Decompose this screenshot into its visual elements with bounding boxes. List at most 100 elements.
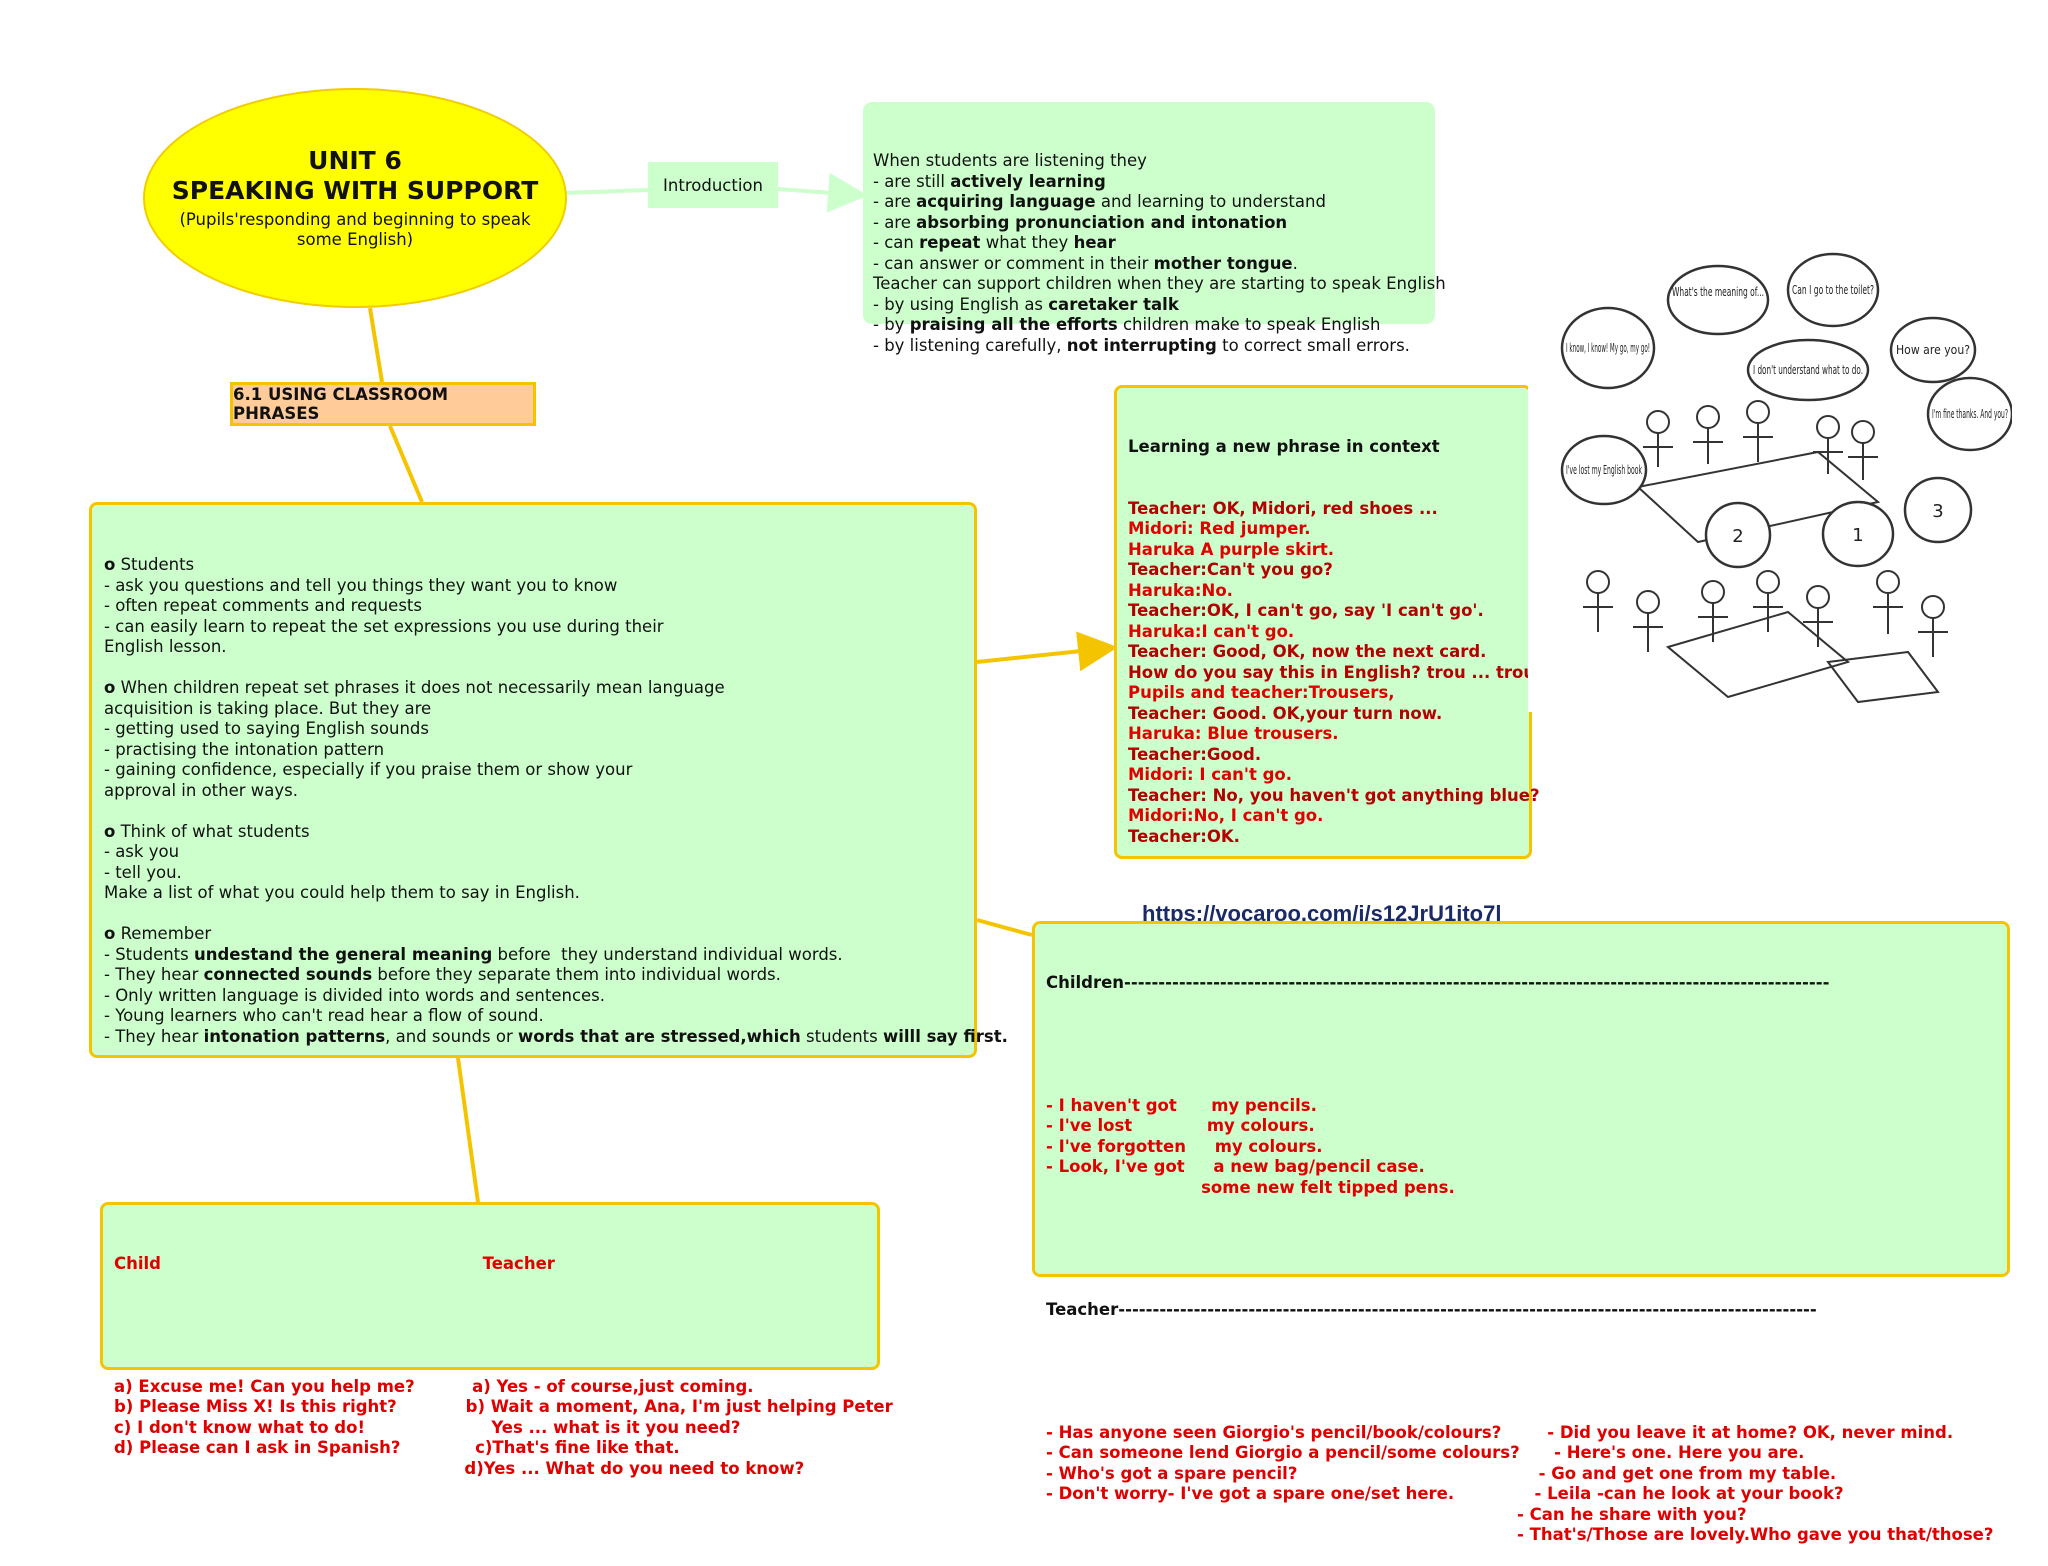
students-lines: o Students- ask you questions and tell y…	[104, 555, 1008, 1047]
child-teacher-lines: a) Excuse me! Can you help me? a) Yes - …	[114, 1376, 893, 1480]
text-line: - are still actively learning	[873, 171, 1106, 191]
context-dialogue: Teacher: OK, Midori, red shoes ...Midori…	[1128, 498, 1540, 848]
text-line: acquisition is taking place. But they ar…	[104, 698, 432, 718]
bubble-number-2: 2	[1732, 526, 1743, 547]
text-line: - Look, I've got a new bag/pencil case.	[1046, 1157, 1425, 1176]
text-line: o Think of what students	[104, 821, 310, 841]
text-line: - by praising all the efforts children m…	[873, 315, 1381, 334]
bubble-meaning: What's the meaning of...	[1672, 284, 1764, 299]
text-line: - often repeat comments and requests	[104, 596, 422, 615]
text-line: - getting used to saying English sounds	[104, 719, 429, 738]
text-line: - by using English as caretaker talk	[873, 294, 1179, 314]
dialogue-line: Teacher: Good, OK, now the next card.	[1128, 642, 1487, 661]
text-line: - Don't worry- I've got a spare one/set …	[1046, 1484, 1844, 1503]
child-teacher-heading: Child Teacher	[114, 1254, 555, 1273]
text-line: a) Excuse me! Can you help me? a) Yes - …	[114, 1376, 754, 1396]
introduction-box: When students are listening they- are st…	[863, 102, 1446, 355]
section-label: 6.1 USING CLASSROOM PHRASES	[230, 382, 536, 426]
text-line	[104, 904, 962, 925]
text-line: - ask you	[104, 842, 180, 861]
text-line: - tell you.	[104, 862, 182, 882]
text-line	[104, 658, 962, 679]
text-line: English lesson.	[104, 637, 227, 656]
dialogue-line: Haruka:No.	[1128, 580, 1233, 600]
child-teacher-box: Child Teacher a) Excuse me! Can you help…	[100, 1202, 893, 1478]
context-box: Learning a new phrase in context Teacher…	[1114, 385, 1540, 924]
title-node: UNIT 6 SPEAKING WITH SUPPORT (Pupils'res…	[143, 88, 567, 308]
text-line: - can repeat what they hear	[873, 233, 1116, 252]
text-line: - I've lost my colours.	[1046, 1116, 1315, 1135]
text-line: - Young learners who can't read hear a f…	[104, 1006, 544, 1025]
dialogue-line: Teacher: OK, Midori, red shoes ...	[1128, 498, 1438, 518]
dialogue-line: Haruka A purple skirt.	[1128, 539, 1335, 559]
bubble-number-1: 1	[1852, 525, 1863, 546]
bubble-toilet: Can I go to the toilet?	[1792, 282, 1874, 297]
students-box: o Students- ask you questions and tell y…	[89, 502, 1008, 1058]
dialogue-line: Haruka:I can't go.	[1128, 621, 1295, 641]
vocaroo-link[interactable]: https://vocaroo.com/i/s12JrU1ito7l	[1142, 901, 1502, 926]
teacher-lines: - Has anyone seen Giorgio's pencil/book/…	[1046, 1423, 1996, 1546]
text-line: - Can someone lend Giorgio a pencil/some…	[1046, 1443, 1805, 1462]
bubble-my-go: I know, I know! My go, my go!	[1566, 340, 1650, 355]
connector-students-materials	[976, 918, 1033, 937]
text-line: - practising the intonation pattern	[104, 739, 385, 759]
connector-students-context	[976, 631, 1118, 672]
dialogue-line: Teacher: Good. OK,your turn now.	[1128, 703, 1443, 723]
dialogue-line: Teacher:Good.	[1128, 744, 1262, 764]
bubble-fine-thanks: I'm fine thanks. And you?	[1932, 406, 2008, 421]
children-heading: Children--------------------------------…	[1046, 973, 1830, 992]
dialogue-line: Teacher:Can't you go?	[1128, 560, 1333, 579]
text-line: - Has anyone seen Giorgio's pencil/book/…	[1046, 1422, 1954, 1442]
text-line: - That's/Those are lovely.Who gave you t…	[1046, 1525, 1994, 1544]
text-line: - by listening carefully, not interrupti…	[873, 335, 1410, 355]
connector-title-intro	[564, 188, 649, 195]
text-line: Make a list of what you could help them …	[104, 883, 580, 902]
dialogue-line: Teacher:OK.	[1128, 826, 1240, 846]
text-line: - They hear connected sounds before they…	[104, 965, 781, 984]
text-line: some new felt tipped pens.	[1046, 1177, 1455, 1197]
connector-intro-box	[777, 172, 868, 213]
unit-number: UNIT 6	[308, 146, 402, 175]
connector-title-section	[368, 307, 384, 383]
dialogue-line: Teacher:OK, I can't go, say 'I can't go'…	[1128, 601, 1484, 620]
text-line: - Who's got a spare pencil? - Go and get…	[1046, 1463, 1837, 1483]
bubble-lost-book: I've lost my English book	[1566, 462, 1642, 477]
text-line: o Remember	[104, 924, 212, 943]
text-line: - Students undestand the general meaning…	[104, 944, 843, 964]
text-line: - They hear intonation patterns, and sou…	[104, 1026, 1008, 1046]
text-line: - Can he share with you?	[1046, 1504, 1747, 1524]
bubble-how-are-you: How are you?	[1896, 342, 1970, 357]
unit-title: SPEAKING WITH SUPPORT	[171, 176, 539, 205]
unit-subtitle: (Pupils'responding and beginning to spea…	[179, 210, 531, 249]
text-line: - can easily learn to repeat the set exp…	[104, 616, 664, 636]
introduction-label: Introduction	[648, 162, 778, 208]
dialogue-line: Midori: Red jumper.	[1128, 519, 1311, 538]
dialogue-line: Pupils and teacher:Trousers,	[1128, 683, 1395, 702]
dialogue-line: How do you say this in English? trou ...…	[1128, 662, 1536, 682]
dialogue-line: Haruka: Blue trousers.	[1128, 724, 1339, 743]
connector-section-students	[388, 425, 424, 503]
text-line	[104, 801, 962, 822]
text-line: - ask you questions and tell you things …	[104, 575, 618, 595]
text-line: b) Please Miss X! Is this right? b) Wait…	[114, 1397, 893, 1416]
dialogue-line: Midori:No, I can't go.	[1128, 806, 1324, 825]
introduction-lines: When students are listening they- are st…	[873, 151, 1446, 356]
children-lines: - I haven't got my pencils.- I've lost m…	[1046, 1096, 1996, 1199]
text-line: When students are listening they	[873, 151, 1147, 170]
text-line: - gaining confidence, especially if you …	[104, 760, 633, 779]
text-line: o Students	[104, 555, 195, 574]
text-line: - can answer or comment in their mother …	[873, 253, 1298, 273]
teacher-heading: Teacher---------------------------------…	[1046, 1300, 1817, 1319]
text-line: o When children repeat set phrases it do…	[104, 678, 725, 697]
classroom-illustration: What's the meaning of... Can I go to the…	[1528, 252, 2012, 712]
bubble-number-3: 3	[1932, 501, 1943, 522]
text-line: - I haven't got my pencils.	[1046, 1095, 1317, 1115]
text-line: - I've forgotten my colours.	[1046, 1136, 1323, 1156]
text-line: c) I don't know what to do! Yes ... what…	[114, 1417, 741, 1437]
bubble-dont-understand: I don't understand what to do.	[1753, 362, 1863, 377]
text-line: Teacher can support children when they a…	[873, 274, 1446, 293]
dialogue-line: Teacher: No, you haven't got anything bl…	[1128, 785, 1540, 805]
text-line: d)Yes ... What do you need to know?	[114, 1458, 805, 1478]
text-line: - are absorbing pronunciation and intona…	[873, 212, 1288, 232]
text-line: approval in other ways.	[104, 780, 298, 800]
